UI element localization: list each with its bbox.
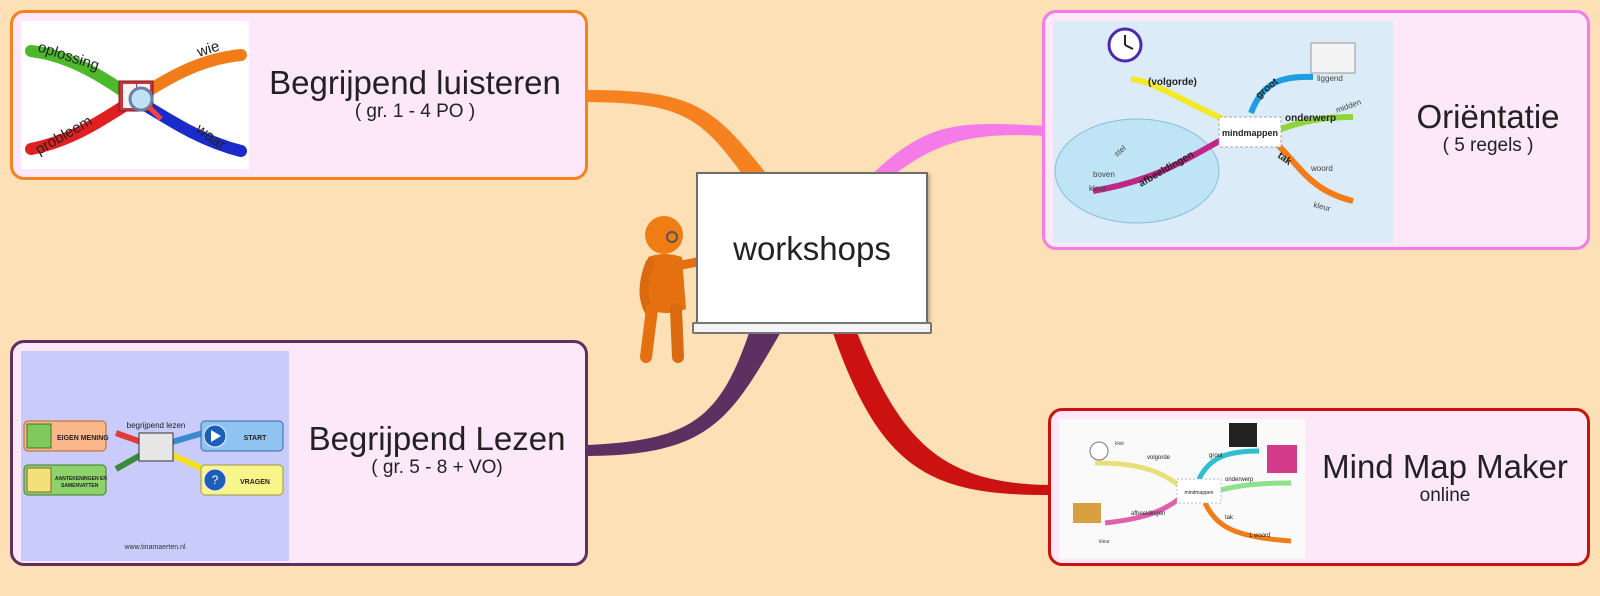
luisteren-title-block: Begrijpend luisteren ( gr. 1 - 4 PO ): [249, 65, 581, 123]
orientatie-title-block: Oriëntatie ( 5 regels ): [1393, 99, 1583, 157]
svg-text:EIGEN MENING: EIGEN MENING: [57, 435, 109, 442]
connector-luisteren: [588, 90, 770, 178]
card-mind-map-maker[interactable]: mindmappen volgorde groot onderwerp tak …: [1048, 408, 1590, 566]
thumb-luisteren: oplossing wie probleem waar: [21, 21, 249, 169]
mindmap-title: Mind Map Maker: [1322, 448, 1568, 485]
mindmap-maker-image: mindmappen volgorde groot onderwerp tak …: [1073, 423, 1297, 545]
svg-text:START: START: [244, 435, 268, 442]
lezen-title-block: Begrijpend Lezen ( gr. 5 - 8 + VO): [291, 421, 583, 479]
mindmap-title-block: Mind Map Maker online: [1305, 449, 1585, 507]
svg-text:AANTEKENINGEN EN: AANTEKENINGEN EN: [55, 476, 107, 482]
svg-text:kleur: kleur: [1099, 539, 1110, 545]
svg-text:boven: boven: [1093, 170, 1115, 179]
card-begrijpend-luisteren[interactable]: oplossing wie probleem waar Begrijpend l…: [10, 10, 588, 180]
orientatie-title: Oriëntatie: [1416, 98, 1560, 135]
orientatie-subtitle: ( 5 regels ): [1442, 135, 1534, 156]
svg-text:mindmappen: mindmappen: [1222, 128, 1278, 138]
svg-text:kleur: kleur: [1312, 200, 1331, 213]
connector-mindmap: [832, 330, 1048, 495]
card-orientatie[interactable]: mindmappen (volgorde) groot onderwerp ta…: [1042, 10, 1590, 250]
orientatie-mindmap-image: mindmappen (volgorde) groot onderwerp ta…: [1054, 27, 1363, 224]
svg-text:VRAGEN: VRAGEN: [240, 479, 270, 486]
svg-text:mindmappen: mindmappen: [1185, 490, 1214, 496]
svg-text:volgorde: volgorde: [1147, 455, 1171, 461]
svg-text:onderwerp: onderwerp: [1225, 477, 1254, 483]
svg-text:klok: klok: [1115, 441, 1124, 447]
svg-text:afbeeldingen: afbeeldingen: [1131, 511, 1165, 517]
svg-text:tak: tak: [1275, 150, 1294, 168]
lezen-subtitle: ( gr. 5 - 8 + VO): [371, 457, 503, 478]
svg-text:1 woord: 1 woord: [1249, 533, 1270, 539]
svg-text:tak: tak: [1225, 515, 1234, 521]
svg-text:woord: woord: [1310, 164, 1333, 173]
center-label: workshops: [733, 230, 891, 267]
thumb-mindmap: mindmappen volgorde groot onderwerp tak …: [1059, 419, 1305, 559]
svg-text:begrijpend lezen: begrijpend lezen: [127, 421, 186, 430]
luisteren-subtitle: ( gr. 1 - 4 PO ): [354, 101, 476, 122]
card-begrijpend-lezen[interactable]: begrijpend lezen EIGEN MENING AANTEKENIN…: [10, 340, 588, 566]
svg-text:oplossing: oplossing: [36, 39, 102, 75]
svg-text:www.tinamaerten.nl: www.tinamaerten.nl: [123, 544, 186, 551]
thumb-lezen: begrijpend lezen EIGEN MENING AANTEKENIN…: [21, 351, 289, 561]
svg-text:kleur: kleur: [1089, 184, 1107, 193]
thumb-orientatie: mindmappen (volgorde) groot onderwerp ta…: [1053, 21, 1393, 243]
svg-text:(volgorde): (volgorde): [1148, 77, 1197, 88]
mindmap-subtitle: online: [1419, 485, 1471, 506]
lezen-title: Begrijpend Lezen: [308, 420, 566, 457]
connector-lezen: [588, 330, 782, 456]
svg-text:onderwerp: onderwerp: [1285, 113, 1336, 124]
svg-text:groot: groot: [1209, 453, 1223, 459]
lezen-menu-image: begrijpend lezen EIGEN MENING AANTEKENIN…: [23, 420, 284, 551]
svg-text:?: ?: [212, 473, 219, 487]
luisteren-title: Begrijpend luisteren: [269, 64, 561, 101]
svg-text:liggend: liggend: [1317, 74, 1343, 83]
center-node[interactable]: workshops: [628, 168, 934, 363]
presenter-figure-icon: [639, 216, 718, 363]
whiteboard-tray: [692, 322, 932, 334]
svg-text:wie: wie: [194, 38, 222, 61]
svg-text:SAMENVATTEN: SAMENVATTEN: [61, 483, 99, 489]
luisteren-mindmap-image: oplossing wie probleem waar: [25, 38, 247, 158]
svg-text:midden: midden: [1335, 97, 1363, 114]
